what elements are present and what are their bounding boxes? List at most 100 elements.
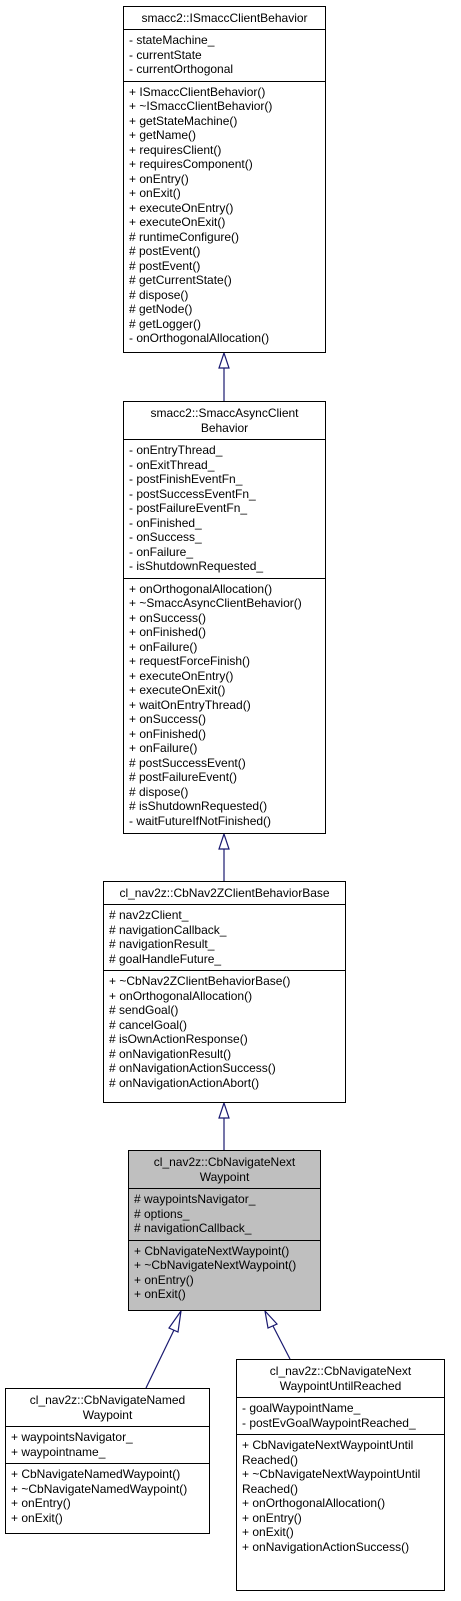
method-item: + onEntry(): [129, 171, 189, 186]
method-item: + CbNavigateNextWaypoint(): [134, 1243, 290, 1258]
edge-until-to-next: [272, 1325, 291, 1360]
method-item: + onFinished(): [129, 625, 207, 639]
method-item: + onSuccess(): [129, 712, 207, 726]
attribute-item: - postSuccessEventFn_: [129, 486, 256, 501]
method-item: # isShutdownRequested(): [129, 799, 268, 813]
method-item: + onEntry(): [242, 1510, 302, 1525]
attributes-section: + waypointsNavigator_+ waypointname_: [6, 1427, 209, 1463]
method-item: # isOwnActionResponse(): [109, 1032, 248, 1046]
methods-section: + CbNavigateNextWaypoint()+ ~CbNavigateN…: [129, 1239, 320, 1306]
method-item: + executeOnEntry(): [129, 200, 234, 215]
method-item: + onNavigationActionSuccess(): [242, 1539, 410, 1554]
class-title-line: cl_nav2z::CbNavigateNext: [153, 1155, 296, 1169]
methods-section: + ISmaccClientBehavior()+ ~ISmaccClientB…: [124, 80, 325, 350]
edge-arrowhead: [218, 1101, 230, 1119]
method-item: + waitOnEntryThread(): [129, 697, 251, 712]
method-item: + onFailure(): [129, 639, 198, 654]
method-item: Reached(): [242, 1481, 299, 1496]
method-item: + CbNavigateNamedWaypoint(): [11, 1467, 181, 1481]
method-item: + executeOnEntry(): [129, 668, 234, 683]
method-item: # dispose(): [129, 287, 189, 302]
class-cb-nav2z-client-behavior-base[interactable]: cl_nav2z::CbNav2ZClientBehaviorBase# nav…: [103, 881, 346, 1103]
methods-section: + CbNavigateNamedWaypoint()+ ~CbNavigate…: [6, 1463, 209, 1529]
method-item: + getName(): [129, 128, 197, 142]
method-item: # onNavigationActionAbort(): [109, 1075, 260, 1090]
class-title-line: cl_nav2z::CbNavigateNamed: [29, 1393, 186, 1407]
method-item: + executeOnExit(): [129, 215, 226, 229]
class-title: cl_nav2z::CbNav2ZClientBehaviorBase: [104, 882, 345, 905]
method-item: + onExit(): [134, 1287, 186, 1301]
attribute-item: - currentState: [129, 47, 202, 62]
method-item: + requiresClient(): [129, 142, 222, 157]
method-item: + onFailure(): [129, 741, 198, 755]
attribute-item: - postEvGoalWaypointReached_: [242, 1415, 416, 1430]
attributes-section: - stateMachine_- currentState- currentOr…: [124, 30, 325, 81]
attribute-item: # goalHandleFuture_: [109, 951, 222, 966]
class-title-line: Behavior: [200, 421, 249, 435]
class-title: smacc2::ISmaccClientBehavior: [124, 7, 325, 30]
class-ismacc-client-behavior[interactable]: smacc2::ISmaccClientBehavior- stateMachi…: [123, 6, 326, 353]
edge-arrowhead: [218, 351, 230, 369]
method-item: + onEntry(): [11, 1496, 71, 1510]
attribute-item: # options_: [134, 1206, 190, 1221]
attribute-item: - onExitThread_: [129, 457, 215, 472]
attribute-item: - currentOrthogonal: [129, 62, 234, 76]
method-item: + ~CbNavigateNamedWaypoint(): [11, 1481, 188, 1496]
attribute-item: - isShutdownRequested_: [129, 559, 264, 573]
method-item: + ~CbNav2ZClientBehaviorBase(): [109, 974, 291, 988]
class-title-line: WaypointUntilReached: [279, 1379, 402, 1393]
attribute-item: - onFailure_: [129, 544, 194, 559]
method-item: + onEntry(): [134, 1272, 194, 1287]
attributes-section: # nav2zClient_# navigationCallback_# nav…: [104, 905, 345, 970]
attributes-section: - onEntryThread_- onExitThread_- postFin…: [124, 440, 325, 578]
attribute-item: - goalWaypointName_: [242, 1401, 361, 1415]
edge-named-to-next: [145, 1329, 175, 1389]
method-item: # postFailureEvent(): [129, 770, 238, 784]
method-item: + ~ISmaccClientBehavior(): [129, 99, 273, 113]
attribute-item: - onSuccess_: [129, 530, 202, 544]
attribute-item: - postFinishEventFn_: [129, 472, 243, 486]
edge-arrowhead: [168, 1310, 182, 1333]
method-item: + onSuccess(): [129, 610, 207, 625]
class-title-line: Waypoint: [199, 1170, 250, 1184]
attribute-item: # nav2zClient_: [109, 908, 189, 922]
attribute-item: # waypointsNavigator_: [134, 1192, 256, 1206]
method-item: + CbNavigateNextWaypointUntil: [242, 1438, 414, 1452]
class-title-line: cl_nav2z::CbNavigateNext: [269, 1364, 412, 1378]
attribute-item: # navigationCallback_: [109, 922, 227, 937]
attribute-item: # navigationResult_: [109, 937, 215, 951]
method-item: + ~CbNavigateNextWaypointUntil: [242, 1467, 421, 1481]
attribute-item: - stateMachine_: [129, 33, 215, 47]
attribute-item: + waypointsNavigator_: [11, 1430, 133, 1444]
methods-section: + ~CbNav2ZClientBehaviorBase()+ onOrthog…: [104, 970, 345, 1094]
method-item: + onExit(): [129, 186, 181, 200]
method-item: # dispose(): [129, 784, 189, 799]
attribute-item: # navigationCallback_: [134, 1221, 252, 1235]
method-item: + executeOnExit(): [129, 683, 226, 697]
method-item: + onOrthogonalAllocation(): [129, 581, 273, 596]
method-item: + requiresComponent(): [129, 157, 253, 171]
method-item: + onExit(): [11, 1510, 63, 1525]
method-item: # getLogger(): [129, 316, 202, 331]
class-title-line: Waypoint: [82, 1408, 133, 1422]
attribute-item: - postFailureEventFn_: [129, 501, 248, 515]
attribute-item: - onFinished_: [129, 515, 202, 530]
edge-arrowhead: [218, 832, 230, 850]
attributes-section: - goalWaypointName_- postEvGoalWaypointR…: [237, 1398, 444, 1434]
attribute-item: - onEntryThread_: [129, 443, 223, 457]
method-item: + onExit(): [242, 1525, 294, 1539]
method-item: + onOrthogonalAllocation(): [242, 1496, 386, 1510]
method-item: # getCurrentState(): [129, 273, 232, 287]
method-item: # onNavigationActionSuccess(): [109, 1061, 276, 1075]
class-title-line: smacc2::ISmaccClientBehavior: [141, 11, 308, 25]
method-item: # sendGoal(): [109, 1003, 179, 1017]
